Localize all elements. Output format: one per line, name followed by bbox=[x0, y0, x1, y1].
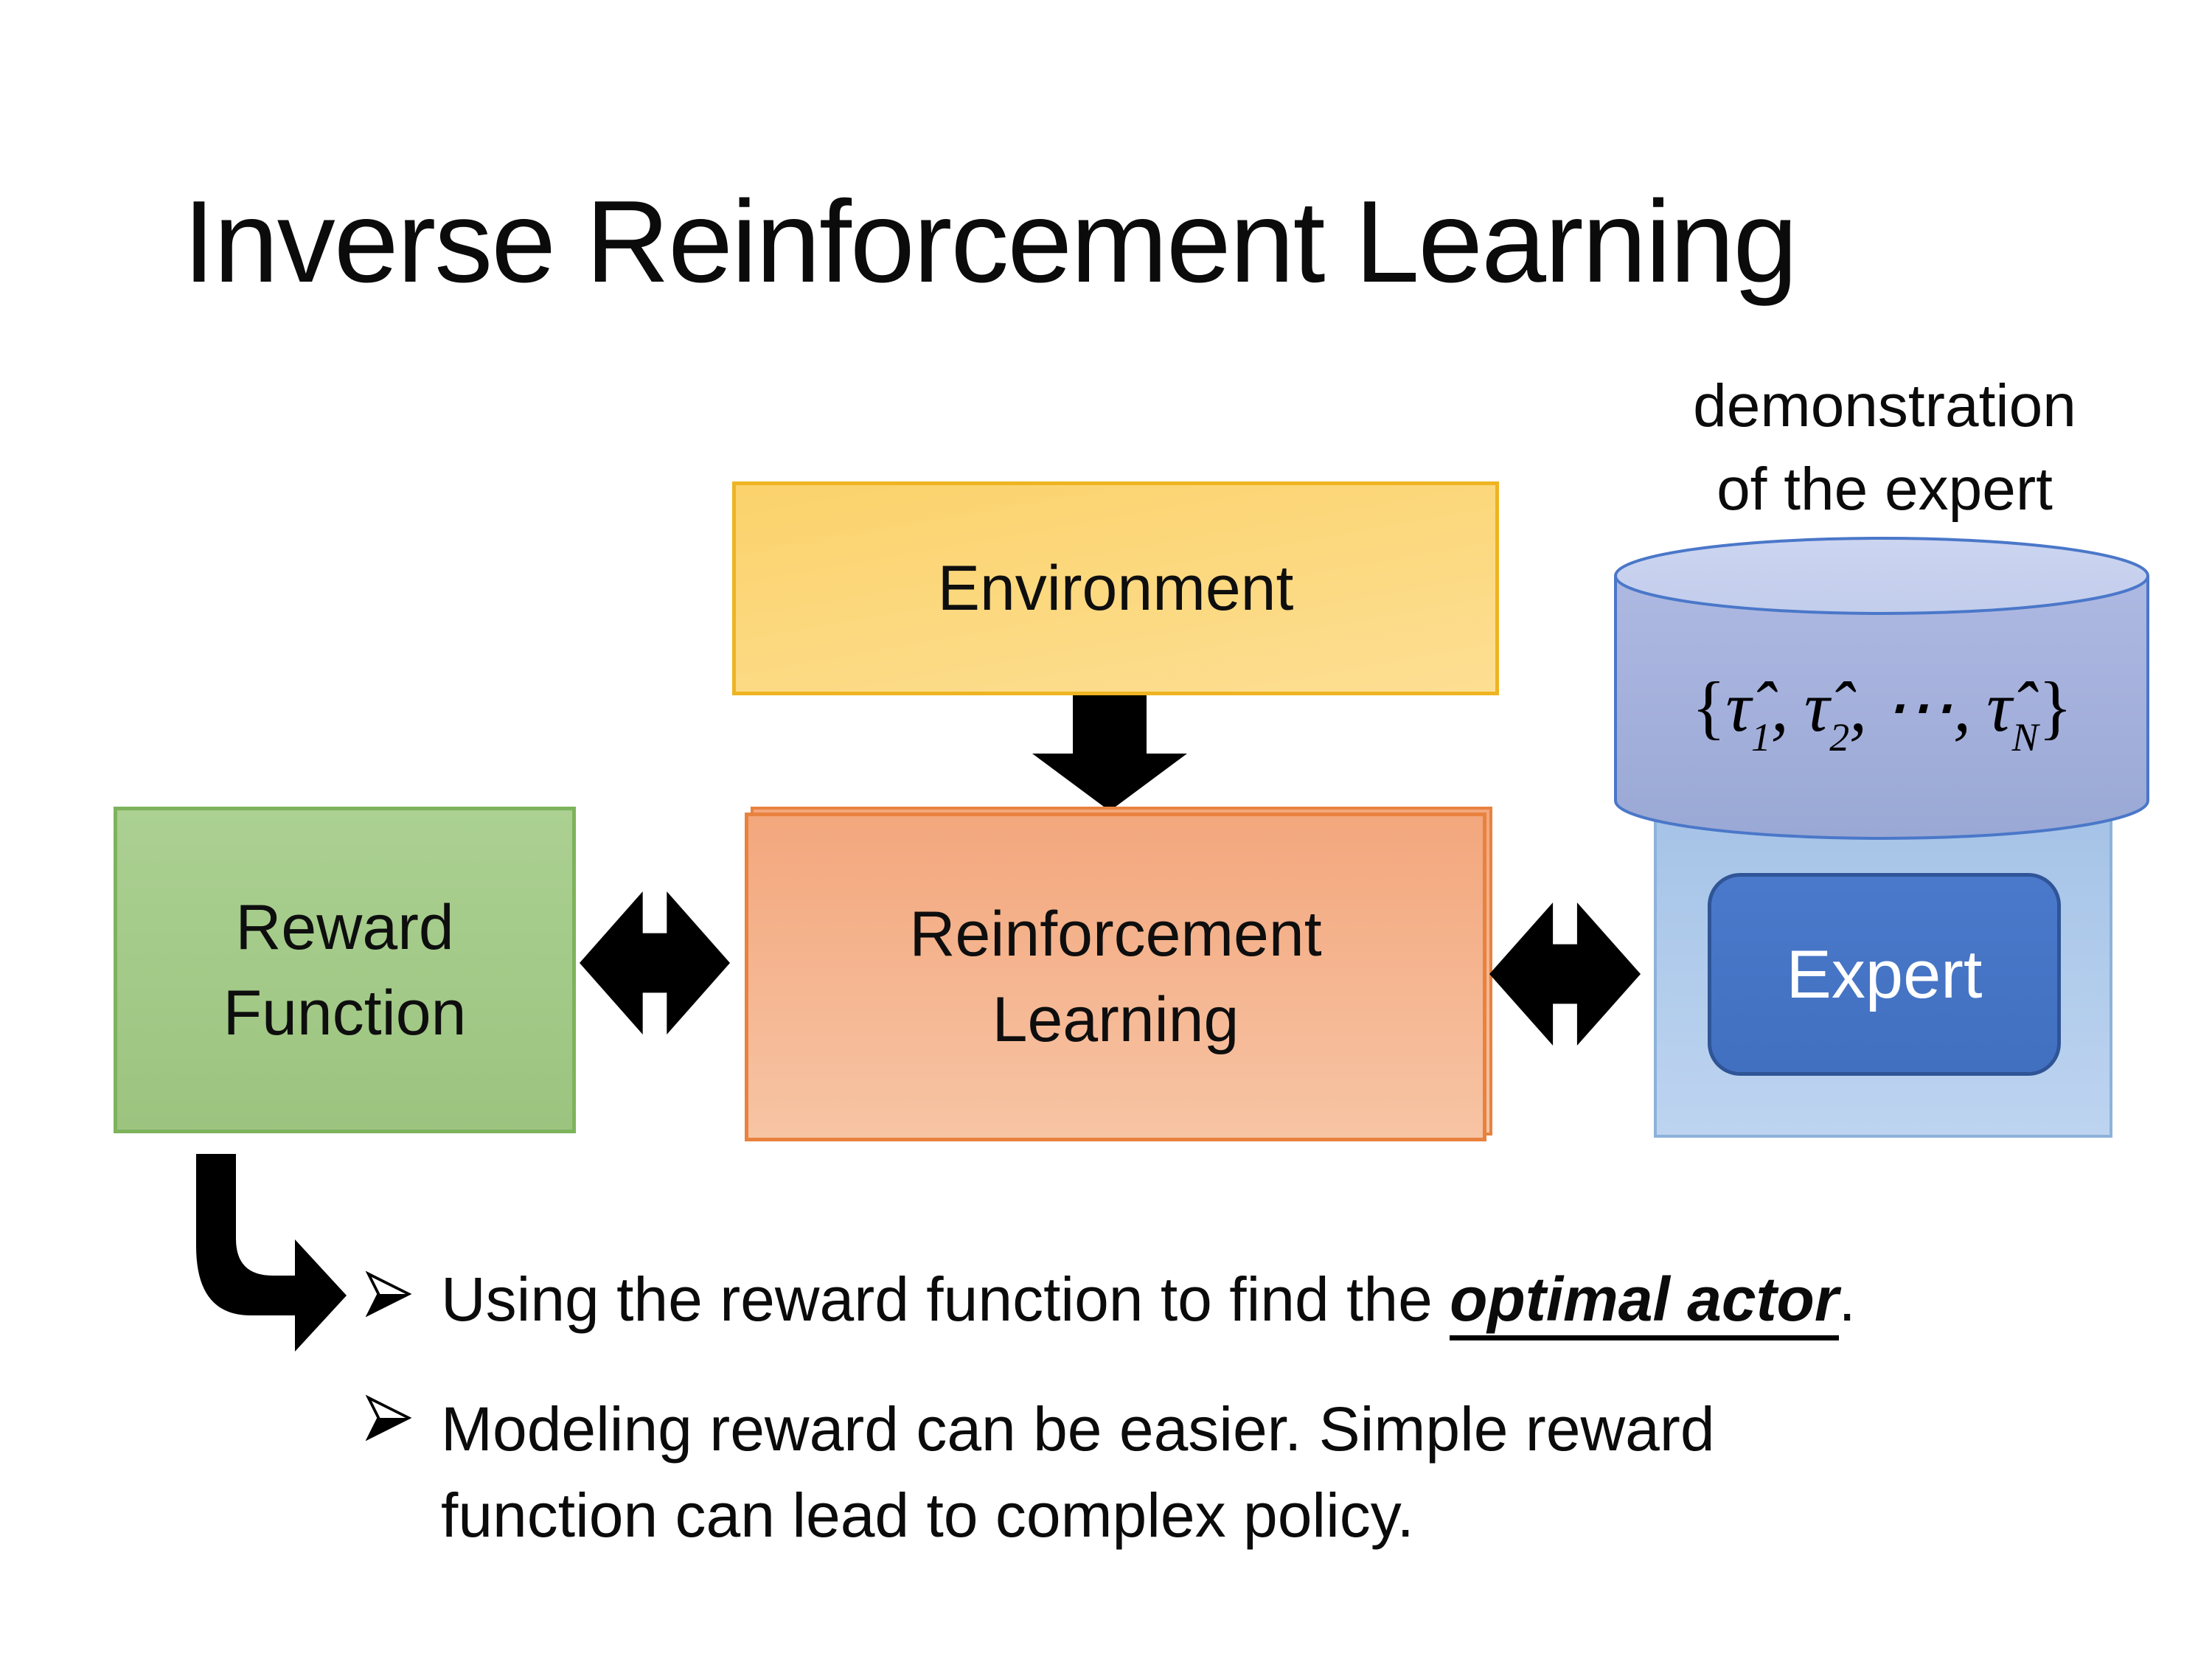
bullet-1-prefix: Using the reward function to find the bbox=[441, 1265, 1450, 1334]
bullet-arrowhead-icon bbox=[366, 1394, 411, 1441]
bullet-item-2: Modeling reward can be easier. Simple re… bbox=[366, 1386, 1715, 1559]
formula-tau-1: τ̂ bbox=[1725, 667, 1751, 746]
environment-label: Environment bbox=[937, 553, 1294, 624]
environment-box: Environment bbox=[732, 481, 1499, 695]
formula-close-brace: } bbox=[2038, 667, 2073, 746]
demonstration-label-line2: of the expert bbox=[1717, 456, 2053, 523]
bullet-item-1: Using the reward function to find the op… bbox=[366, 1262, 1856, 1340]
formula-tau-n: τ̂ bbox=[1986, 667, 2012, 746]
formula-sub-1: 1 bbox=[1750, 714, 1771, 759]
formula-sub-n: N bbox=[2011, 714, 2039, 759]
formula-comma-2: , bbox=[1849, 667, 1868, 746]
formula-sub-2: 2 bbox=[1829, 714, 1850, 759]
bullet-2-line1: Modeling reward can be easier. Simple re… bbox=[441, 1394, 1715, 1464]
reinforcement-learning-box: Reinforcement Learning bbox=[745, 813, 1486, 1141]
trajectory-set-formula: {τ̂1,τ̂2,⋯,τ̂N} bbox=[1612, 665, 2152, 759]
bullet-2-text: Modeling reward can be easier. Simple re… bbox=[441, 1386, 1715, 1559]
formula-open-brace: { bbox=[1691, 667, 1726, 746]
bullet-1-suffix: . bbox=[1838, 1265, 1856, 1334]
database-cylinder-icon bbox=[1614, 537, 2149, 840]
reward-function-label-line1: Reward bbox=[235, 891, 454, 963]
demonstration-label: demonstration of the expert bbox=[1590, 364, 2180, 531]
formula-comma-1: , bbox=[1770, 667, 1789, 746]
reward-function-label-line2: Function bbox=[223, 977, 467, 1048]
reinforcement-learning-label-line2: Learning bbox=[992, 984, 1239, 1055]
double-arrow-icon-right bbox=[1489, 902, 1641, 1046]
demonstration-label-line1: demonstration bbox=[1693, 372, 2076, 439]
double-arrow-icon-left bbox=[580, 891, 730, 1034]
bullet-1-emphasis: optimal actor bbox=[1450, 1265, 1839, 1340]
bent-arrow-icon bbox=[196, 1154, 347, 1352]
expert-box: Expert bbox=[1708, 873, 2061, 1076]
bullet-arrowhead-icon bbox=[366, 1270, 411, 1318]
formula-tau-2: τ̂ bbox=[1804, 667, 1830, 746]
formula-comma-3: , bbox=[1953, 667, 1972, 746]
formula-dots: ⋯ bbox=[1882, 667, 1954, 746]
bullet-1-text: Using the reward function to find the op… bbox=[441, 1262, 1856, 1340]
down-arrow-icon bbox=[1032, 695, 1187, 811]
reinforcement-learning-label-line1: Reinforcement bbox=[909, 899, 1322, 970]
reward-function-box: Reward Function bbox=[114, 807, 576, 1133]
slide-title: Inverse Reinforcement Learning bbox=[183, 177, 1798, 307]
expert-label: Expert bbox=[1786, 936, 1983, 1012]
bullet-2-line2: function can lead to complex policy. bbox=[441, 1481, 1414, 1550]
